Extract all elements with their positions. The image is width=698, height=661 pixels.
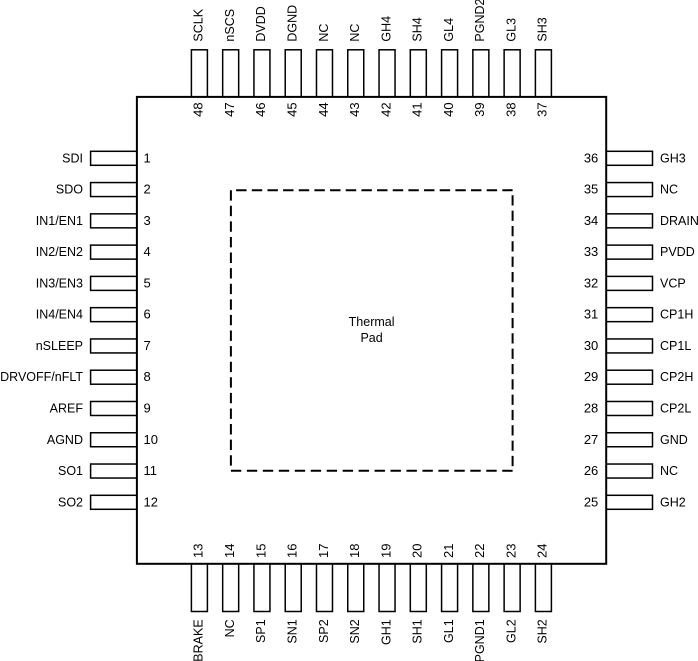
svg-text:SDI: SDI <box>62 151 83 165</box>
svg-text:5: 5 <box>144 275 151 290</box>
svg-text:2: 2 <box>144 182 151 197</box>
svg-text:PGND1: PGND1 <box>473 619 487 661</box>
svg-text:35: 35 <box>584 182 598 197</box>
svg-text:SH2: SH2 <box>536 619 550 643</box>
svg-text:17: 17 <box>316 544 331 558</box>
svg-text:27: 27 <box>584 432 598 447</box>
svg-text:AREF: AREF <box>50 401 84 415</box>
svg-text:24: 24 <box>535 544 550 558</box>
svg-text:SH4: SH4 <box>411 17 425 41</box>
svg-text:AGND: AGND <box>47 433 83 447</box>
svg-text:IN1/EN1: IN1/EN1 <box>36 214 83 228</box>
svg-text:NC: NC <box>660 464 678 478</box>
svg-text:NC: NC <box>348 24 362 42</box>
svg-text:46: 46 <box>253 102 268 116</box>
svg-text:SN2: SN2 <box>348 619 362 643</box>
svg-text:IN3/EN3: IN3/EN3 <box>36 276 83 290</box>
svg-text:15: 15 <box>253 544 268 558</box>
svg-text:PVDD: PVDD <box>660 245 695 259</box>
svg-text:SO2: SO2 <box>58 495 83 509</box>
svg-text:IN4/EN4: IN4/EN4 <box>36 308 83 322</box>
svg-text:BRAKE: BRAKE <box>192 619 206 661</box>
svg-text:41: 41 <box>410 102 425 116</box>
svg-text:29: 29 <box>584 369 598 384</box>
svg-text:SP1: SP1 <box>254 619 268 643</box>
svg-text:25: 25 <box>584 494 598 509</box>
svg-text:28: 28 <box>584 400 598 415</box>
svg-text:CP1L: CP1L <box>660 339 691 353</box>
svg-text:14: 14 <box>222 544 237 558</box>
svg-text:32: 32 <box>584 275 598 290</box>
svg-text:21: 21 <box>441 544 456 558</box>
svg-text:GL1: GL1 <box>442 619 456 643</box>
svg-text:DGND: DGND <box>286 5 300 42</box>
svg-text:42: 42 <box>378 102 393 116</box>
svg-text:12: 12 <box>144 494 158 509</box>
svg-text:CP1H: CP1H <box>660 308 693 322</box>
svg-text:10: 10 <box>144 432 158 447</box>
svg-text:DVDD: DVDD <box>254 6 268 41</box>
svg-text:13: 13 <box>191 544 206 558</box>
svg-text:SO1: SO1 <box>58 464 83 478</box>
svg-text:GL3: GL3 <box>504 18 518 42</box>
svg-text:20: 20 <box>410 544 425 558</box>
svg-text:39: 39 <box>472 102 487 116</box>
svg-text:31: 31 <box>584 307 598 322</box>
svg-text:11: 11 <box>144 463 158 478</box>
svg-text:Pad: Pad <box>360 331 382 345</box>
svg-text:SDO: SDO <box>56 183 83 197</box>
svg-text:Thermal: Thermal <box>349 315 395 329</box>
svg-text:GH2: GH2 <box>660 495 686 509</box>
svg-text:DRVOFF/nFLT: DRVOFF/nFLT <box>0 370 83 384</box>
svg-text:30: 30 <box>584 338 598 353</box>
svg-text:GH3: GH3 <box>660 151 686 165</box>
svg-text:6: 6 <box>144 307 151 322</box>
svg-text:34: 34 <box>584 213 598 228</box>
svg-text:nSCS: nSCS <box>223 9 237 42</box>
svg-text:CP2L: CP2L <box>660 401 691 415</box>
svg-text:23: 23 <box>503 544 518 558</box>
svg-text:43: 43 <box>347 102 362 116</box>
svg-text:SCLK: SCLK <box>192 8 206 41</box>
svg-text:SH1: SH1 <box>411 619 425 643</box>
svg-text:9: 9 <box>144 400 151 415</box>
svg-text:IN2/EN2: IN2/EN2 <box>36 245 83 259</box>
svg-text:16: 16 <box>285 544 300 558</box>
svg-text:GL4: GL4 <box>442 18 456 42</box>
svg-text:33: 33 <box>584 244 598 259</box>
svg-text:NC: NC <box>223 619 237 637</box>
svg-text:CP2H: CP2H <box>660 370 693 384</box>
svg-text:NC: NC <box>660 183 678 197</box>
svg-text:48: 48 <box>191 102 206 116</box>
svg-text:22: 22 <box>472 544 487 558</box>
svg-text:1: 1 <box>144 150 151 165</box>
svg-text:19: 19 <box>378 544 393 558</box>
svg-text:36: 36 <box>584 150 598 165</box>
svg-text:7: 7 <box>144 338 151 353</box>
svg-text:PGND2: PGND2 <box>473 0 487 42</box>
svg-text:26: 26 <box>584 463 598 478</box>
svg-text:47: 47 <box>222 102 237 116</box>
svg-text:SN1: SN1 <box>286 619 300 643</box>
svg-text:VCP: VCP <box>660 276 686 290</box>
svg-text:GH1: GH1 <box>379 619 393 645</box>
svg-text:GH4: GH4 <box>379 16 393 42</box>
svg-text:GL2: GL2 <box>504 619 518 643</box>
svg-text:38: 38 <box>503 102 518 116</box>
svg-text:SH3: SH3 <box>536 17 550 41</box>
svg-text:SP2: SP2 <box>317 619 331 643</box>
svg-text:4: 4 <box>144 244 151 259</box>
svg-text:18: 18 <box>347 544 362 558</box>
svg-text:45: 45 <box>285 102 300 116</box>
svg-text:8: 8 <box>144 369 151 384</box>
svg-text:NC: NC <box>317 24 331 42</box>
svg-text:40: 40 <box>441 102 456 116</box>
svg-text:GND: GND <box>660 433 688 447</box>
svg-text:3: 3 <box>144 213 151 228</box>
svg-text:nSLEEP: nSLEEP <box>36 339 83 353</box>
svg-text:37: 37 <box>535 102 550 116</box>
svg-text:DRAIN: DRAIN <box>660 214 698 228</box>
svg-text:44: 44 <box>316 102 331 116</box>
